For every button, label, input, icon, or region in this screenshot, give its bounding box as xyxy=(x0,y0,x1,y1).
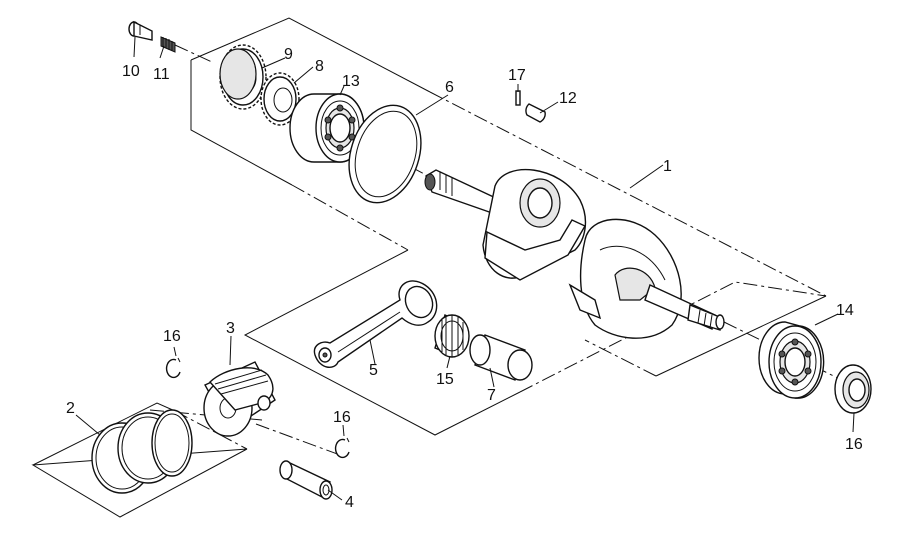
gear-9 xyxy=(219,44,267,110)
callout-labels: 1 2 3 4 5 6 7 8 9 10 11 12 13 14 15 16 1… xyxy=(66,46,863,511)
sprocket-8 xyxy=(260,72,300,126)
circlip-16-upper xyxy=(165,357,181,379)
label-part-11: 11 xyxy=(153,66,170,83)
leader-lines xyxy=(75,36,855,501)
crank-pin-7 xyxy=(469,334,533,381)
label-part-3: 3 xyxy=(226,320,235,337)
key-12 xyxy=(525,103,546,123)
label-part-5: 5 xyxy=(369,362,378,379)
label-part-14: 14 xyxy=(836,302,854,319)
label-part-16-upper: 16 xyxy=(163,328,181,345)
label-part-6: 6 xyxy=(445,79,454,96)
bearing-14 xyxy=(758,321,825,399)
label-part-7: 7 xyxy=(487,387,496,404)
piston-pin-4 xyxy=(279,460,333,500)
connecting-rod-5 xyxy=(313,280,438,368)
piston-3 xyxy=(203,361,276,437)
circlip-16-lower xyxy=(334,437,350,459)
label-part-1: 1 xyxy=(663,158,672,175)
label-part-8: 8 xyxy=(315,58,324,75)
label-part-4: 4 xyxy=(345,494,354,511)
piston-rings-2 xyxy=(91,409,193,494)
group-outlines xyxy=(31,17,827,518)
bearing-13 xyxy=(289,93,365,163)
label-part-12: 12 xyxy=(559,90,577,107)
pin-17 xyxy=(515,90,521,106)
label-part-13: 13 xyxy=(342,73,360,90)
needle-bearing-15 xyxy=(434,314,470,358)
spring-11 xyxy=(160,36,176,53)
label-part-17: 17 xyxy=(508,67,526,84)
label-part-16-middle: 16 xyxy=(333,409,351,426)
crankshaft-1 xyxy=(424,168,725,339)
oil-seal-16 xyxy=(834,364,872,414)
label-part-2: 2 xyxy=(66,400,75,417)
bolt-10 xyxy=(128,20,153,41)
label-part-16-right: 16 xyxy=(845,436,863,453)
shim-ring-6 xyxy=(348,104,422,204)
label-part-10: 10 xyxy=(122,63,140,80)
label-part-15: 15 xyxy=(436,371,454,388)
label-part-9: 9 xyxy=(284,46,293,63)
